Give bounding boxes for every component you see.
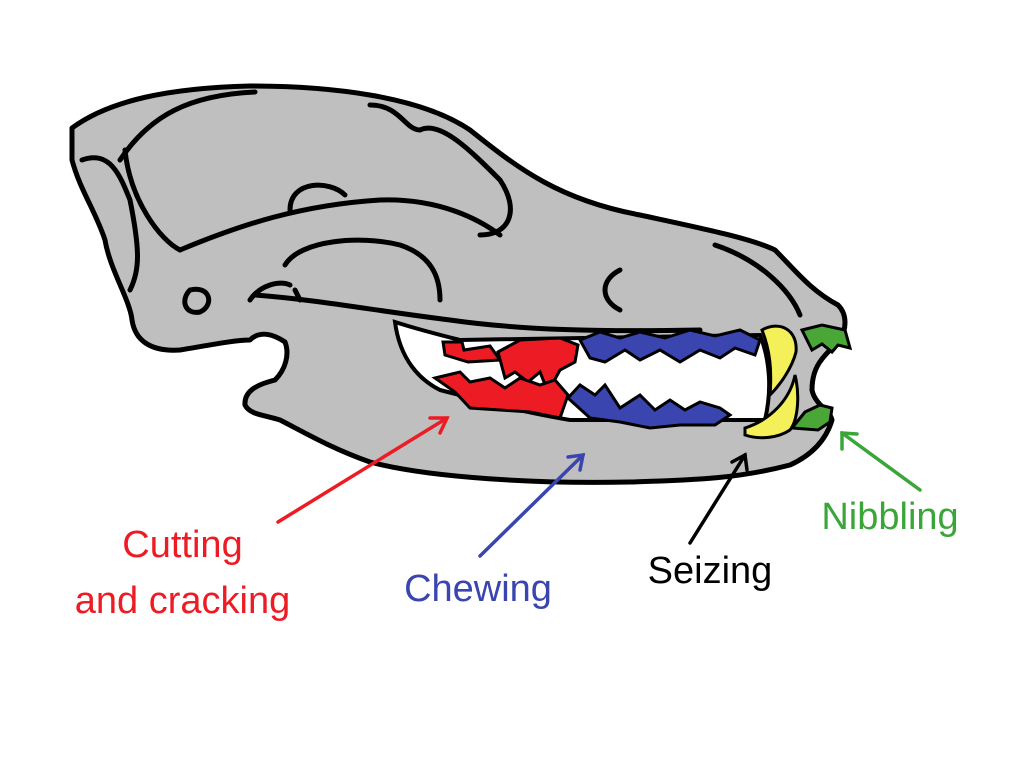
skull-outline [69, 83, 848, 485]
label-cutting-line2: and cracking [74, 580, 291, 622]
chewing-arrow [478, 452, 586, 558]
label-cutting: Cutting and cracking [40, 517, 325, 629]
label-cutting-line1: Cutting [122, 524, 243, 566]
skull-contours [79, 89, 803, 334]
seizing-arrow [688, 452, 749, 545]
cutting-teeth [431, 336, 580, 420]
nibbling-teeth [789, 323, 853, 432]
label-nibbling: Nibbling [821, 496, 959, 538]
seizing-teeth [743, 324, 800, 440]
arrows [276, 416, 922, 558]
chewing-teeth [565, 328, 762, 430]
label-seizing: Seizing [647, 550, 773, 592]
label-chewing: Chewing [404, 568, 552, 610]
nibbling-arrow [840, 431, 922, 492]
cutting-arrow [276, 416, 450, 524]
